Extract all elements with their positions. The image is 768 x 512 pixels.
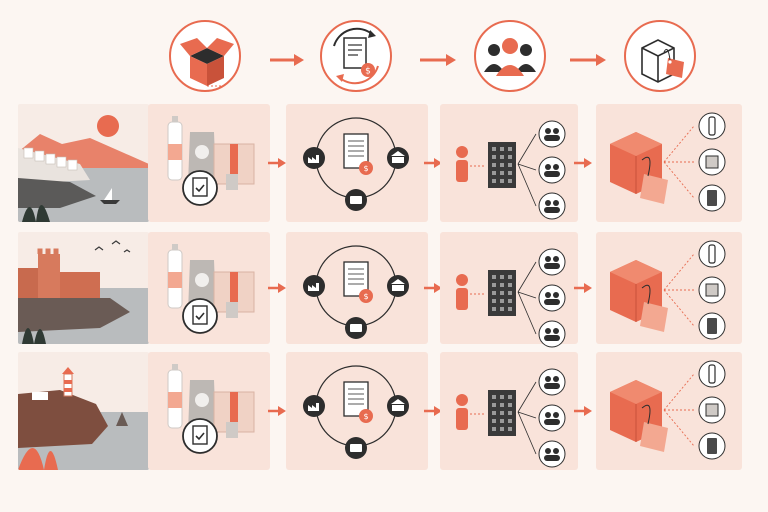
fortress-tower: [38, 254, 60, 298]
products-panel: [148, 104, 270, 222]
people-icon: [538, 320, 566, 348]
row-fortress-cliff: $: [18, 232, 742, 348]
battlements: [37, 248, 59, 254]
scene-village-sun-sailboat: [18, 104, 149, 222]
document-cycle-icon: $: [320, 20, 392, 92]
products-panel: [148, 232, 270, 344]
distribution-panel: [440, 352, 578, 470]
bottle-icon: [708, 244, 716, 264]
palm-leaves: [22, 205, 50, 222]
people-icon: [538, 404, 566, 432]
transaction-cycle-panel: $: [286, 104, 428, 222]
people-icon: [538, 192, 566, 220]
scene-lighthouse-rocks: [18, 352, 149, 470]
tagged-goods-panel: [596, 352, 742, 470]
house: [56, 156, 67, 168]
bottle-icon: [708, 364, 716, 384]
carton-icon: [705, 155, 719, 169]
people-icon: [538, 156, 566, 184]
factory-icon: [303, 395, 325, 417]
house: [32, 392, 48, 400]
house: [45, 153, 56, 165]
row-lighthouse: $: [18, 352, 742, 470]
price-tag-icon: [640, 302, 668, 332]
tagged-goods-panel: [596, 104, 742, 222]
distribution-panel: [440, 104, 578, 222]
header-arrow-1: [270, 54, 304, 66]
sun: [97, 115, 119, 137]
row-coastal-village: $: [18, 104, 742, 222]
house: [67, 159, 78, 171]
svg-text:$: $: [363, 292, 368, 301]
person-icon: [456, 274, 468, 286]
stage-arrow-3: [574, 158, 592, 168]
can-icon: [707, 318, 717, 334]
bottle-icon: [708, 116, 716, 136]
carton-icon: [705, 283, 719, 297]
price-tag-icon: [640, 422, 668, 452]
stage-arrow-3: [574, 406, 592, 416]
products-panel: [148, 352, 270, 470]
sail: [104, 188, 112, 200]
house: [23, 147, 34, 159]
sailboat: [100, 200, 120, 204]
people-icon: [538, 248, 566, 276]
can-icon: [707, 438, 717, 454]
price-tag-box-icon: [624, 20, 696, 92]
distribution-panel: [440, 232, 578, 348]
cliff: [18, 178, 96, 208]
open-box-icon: [169, 20, 241, 92]
header-arrow-3: [570, 54, 606, 66]
stage-arrow-2: [424, 406, 442, 416]
stage-arrow-1: [268, 158, 286, 168]
scene-fortress-birds: [18, 232, 149, 344]
user-group-icon: [474, 20, 546, 92]
stage-arrow-2: [424, 283, 442, 293]
person-icon: [456, 394, 468, 406]
person-icon: [456, 146, 468, 158]
stage-arrow-1: [268, 406, 286, 416]
header-arrow-2: [420, 54, 456, 66]
can-icon: [226, 174, 238, 190]
tagged-goods-panel: [596, 232, 742, 344]
can-icon: [707, 190, 717, 206]
svg-text:$: $: [363, 164, 368, 173]
stage-arrow-1: [268, 283, 286, 293]
cliff: [18, 390, 108, 448]
cliff: [18, 298, 130, 332]
transaction-cycle-panel: $: [286, 232, 428, 344]
can-icon: [226, 422, 238, 438]
carton-icon: [705, 403, 719, 417]
red-leaves: [18, 448, 58, 470]
svg-text:$: $: [363, 412, 368, 421]
people-icon: [538, 368, 566, 396]
svg-text:$: $: [365, 67, 371, 77]
people-icon: [538, 284, 566, 312]
sea-rock: [116, 412, 128, 426]
stage-arrow-2: [424, 158, 442, 168]
transaction-cycle-panel: $: [286, 352, 428, 470]
stage-arrow-3: [574, 283, 592, 293]
palm-leaves: [22, 328, 46, 344]
birds: [94, 240, 131, 253]
factory-icon: [303, 147, 325, 169]
fortress-wall-left: [18, 268, 38, 298]
fortress-wall: [60, 272, 100, 298]
factory-icon: [303, 275, 325, 297]
header-row: $: [169, 20, 696, 92]
people-icon: [538, 440, 566, 468]
price-tag-icon: [640, 174, 668, 204]
can-icon: [226, 302, 238, 318]
house: [34, 150, 45, 162]
people-icon: [538, 120, 566, 148]
lighthouse: [63, 373, 73, 397]
